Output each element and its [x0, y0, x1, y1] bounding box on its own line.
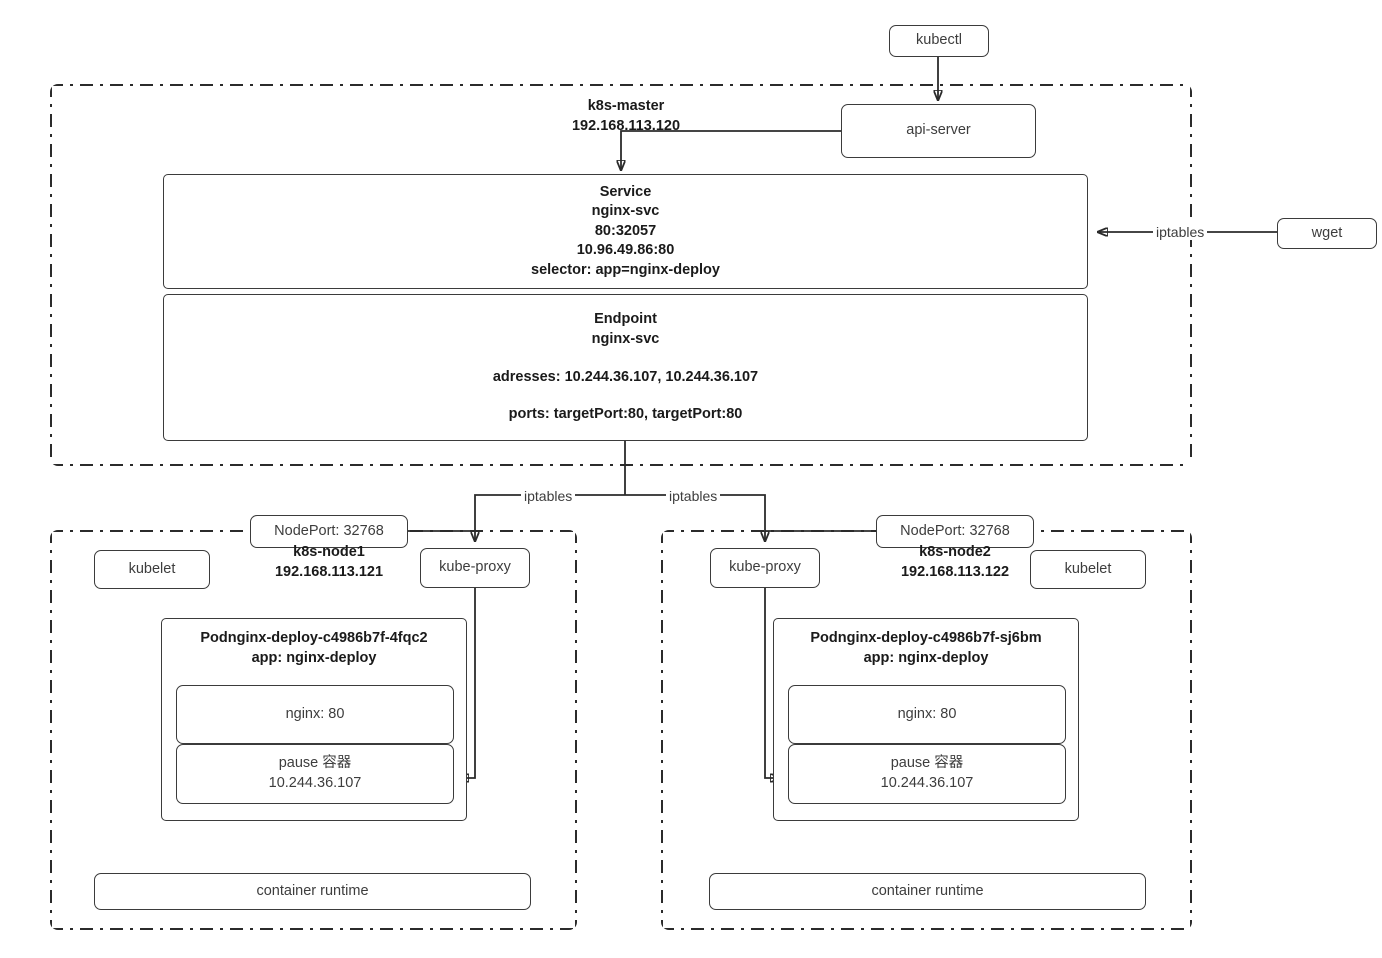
- node1-pod-box[interactable]: Podnginx-deploy-c4986b7f-4fqc2 app: ngin…: [161, 618, 467, 821]
- node1-kubelet-box[interactable]: kubelet: [94, 550, 210, 589]
- iptables-label-node2: iptables: [666, 488, 721, 504]
- node2-kube-proxy-label: kube-proxy: [729, 559, 801, 576]
- k8s-master-name: k8s-master: [587, 98, 665, 114]
- node1-ip: 192.168.113.121: [274, 563, 384, 580]
- node2-container-nginx[interactable]: nginx: 80: [788, 685, 1066, 744]
- wget-label: wget: [1311, 224, 1343, 241]
- node1-kubelet-label: kubelet: [128, 560, 176, 577]
- node2-title: k8s-node2 192.168.113.122: [831, 543, 1079, 582]
- service-cluster-ip: 10.96.49.86:80: [576, 242, 675, 259]
- node2-container-nginx-label: nginx: 80: [897, 705, 957, 722]
- service-box[interactable]: Service nginx-svc 80:32057 10.96.49.86:8…: [163, 174, 1088, 289]
- service-kind: Service: [599, 183, 652, 200]
- k8s-master-title: k8s-master 192.168.113.120: [496, 97, 756, 136]
- endpoint-name: nginx-svc: [591, 330, 660, 347]
- node1-pause-ip: 10.244.36.107: [268, 775, 362, 791]
- node2-pod-app: app: nginx-deploy: [863, 649, 989, 666]
- service-ports: 80:32057: [594, 222, 657, 239]
- node2-nodeport-box[interactable]: NodePort: 32768: [876, 515, 1034, 548]
- iptables-label-node1: iptables: [521, 488, 576, 504]
- node2-pod-box[interactable]: Podnginx-deploy-c4986b7f-sj6bm app: ngin…: [773, 618, 1079, 821]
- api-server-box[interactable]: api-server: [841, 104, 1036, 158]
- node2-nodeport-label: NodePort: 32768: [900, 522, 1010, 539]
- kubectl-label: kubectl: [916, 32, 962, 49]
- endpoint-ports: ports: targetPort:80, targetPort:80: [508, 406, 743, 423]
- node1-pause-label: pause 容器: [278, 755, 352, 772]
- node1-container-runtime-box[interactable]: container runtime: [94, 873, 531, 910]
- endpoint-addresses: adresses: 10.244.36.107, 10.244.36.107: [492, 368, 759, 385]
- node1-container-nginx[interactable]: nginx: 80: [176, 685, 454, 744]
- node1-name: k8s-node1: [293, 544, 365, 560]
- node1-nodeport-label: NodePort: 32768: [274, 522, 384, 539]
- node2-container-runtime-label: container runtime: [871, 882, 984, 899]
- k8s-master-ip: 192.168.113.120: [571, 117, 681, 134]
- node2-kubelet-box[interactable]: kubelet: [1030, 550, 1146, 589]
- api-server-label: api-server: [906, 122, 971, 139]
- node1-kube-proxy-box[interactable]: kube-proxy: [420, 548, 530, 588]
- node2-ip: 192.168.113.122: [900, 563, 1010, 580]
- node1-kube-proxy-label: kube-proxy: [439, 559, 511, 576]
- node2-pod-title: Podnginx-deploy-c4986b7f-sj6bm: [810, 630, 1042, 646]
- node2-pause-container[interactable]: pause 容器 10.244.36.107: [788, 744, 1066, 804]
- node2-kubelet-label: kubelet: [1064, 560, 1112, 577]
- node2-pause-label: pause 容器: [890, 755, 964, 772]
- node1-pause-container[interactable]: pause 容器 10.244.36.107: [176, 744, 454, 804]
- wget-iptables-edge-label: iptables: [1153, 224, 1208, 240]
- service-selector: selector: app=nginx-deploy: [531, 261, 720, 278]
- wget-box[interactable]: wget: [1277, 218, 1377, 249]
- endpoint-kind: Endpoint: [594, 311, 657, 328]
- node2-container-runtime-box[interactable]: container runtime: [709, 873, 1146, 910]
- node1-pod-title: Podnginx-deploy-c4986b7f-4fqc2: [200, 630, 428, 646]
- service-name: nginx-svc: [591, 203, 660, 220]
- node1-nodeport-box[interactable]: NodePort: 32768: [250, 515, 408, 548]
- endpoint-box[interactable]: Endpoint nginx-svc adresses: 10.244.36.1…: [163, 294, 1088, 441]
- node2-pause-ip: 10.244.36.107: [880, 775, 974, 791]
- node1-title: k8s-node1 192.168.113.121: [205, 543, 453, 582]
- kubectl-box[interactable]: kubectl: [889, 25, 989, 57]
- node2-name: k8s-node2: [919, 544, 991, 560]
- node1-pod-app: app: nginx-deploy: [251, 649, 377, 666]
- node1-container-runtime-label: container runtime: [256, 882, 369, 899]
- node2-kube-proxy-box[interactable]: kube-proxy: [710, 548, 820, 588]
- node1-container-nginx-label: nginx: 80: [285, 705, 345, 722]
